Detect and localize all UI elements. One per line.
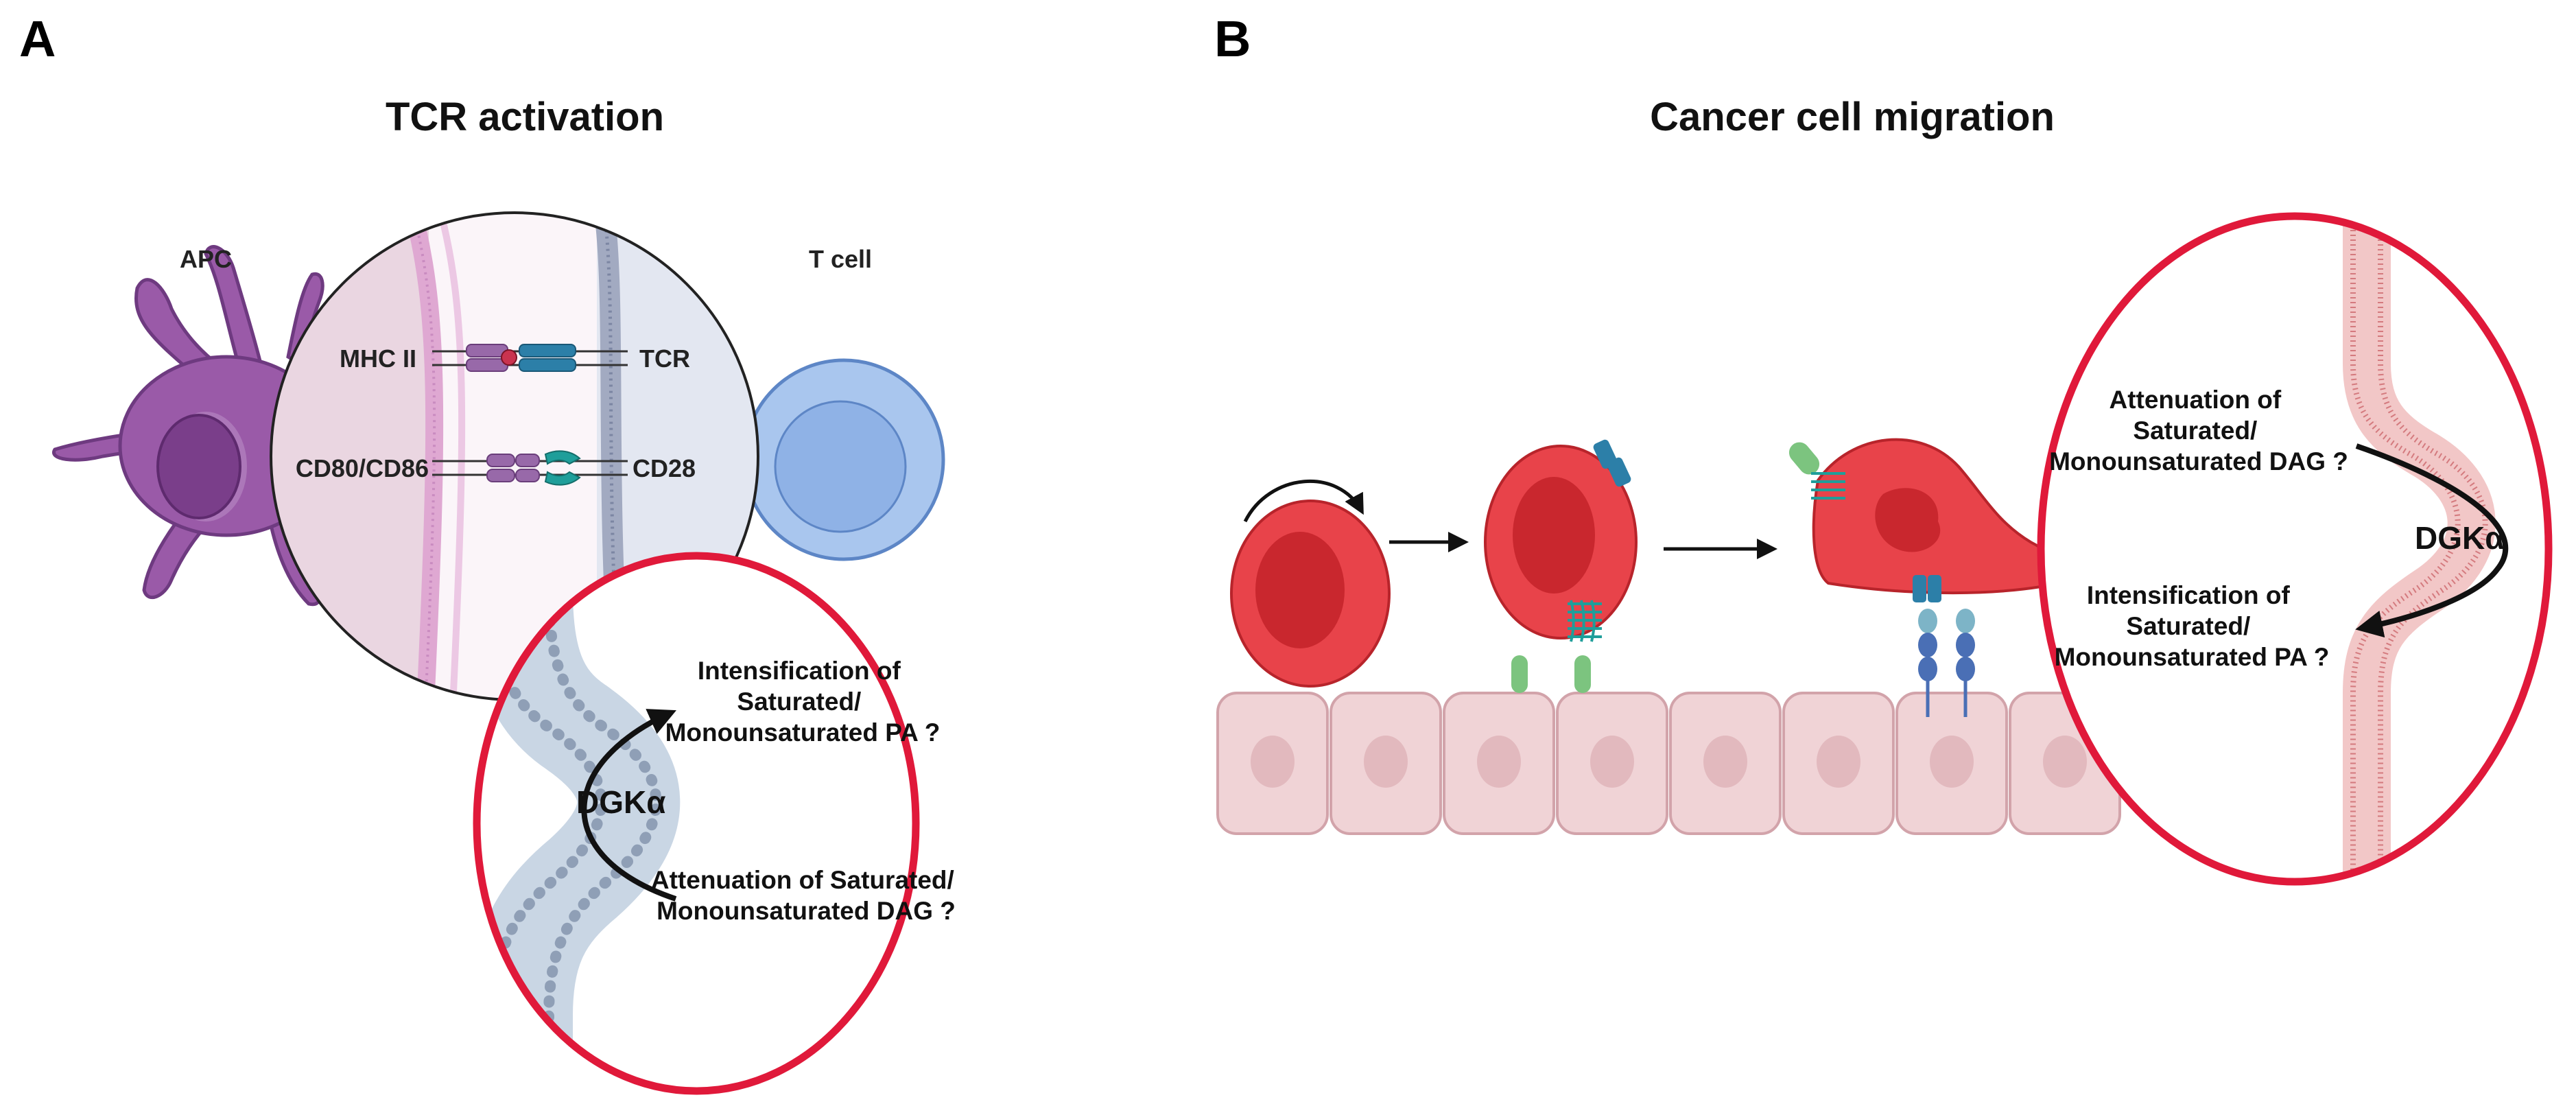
tcr-label: TCR: [639, 344, 690, 373]
apc-label: APC: [180, 245, 232, 273]
pa-line-1: Intensification of: [2087, 581, 2291, 609]
pa-line-3: Monounsaturated PA ?: [2055, 643, 2330, 671]
cancer-cell-rolling: [1230, 479, 1391, 688]
t-cell-label: T cell: [809, 245, 872, 273]
pa-line-2: Saturated/: [2126, 612, 2250, 640]
panel-a-letter: A: [19, 10, 56, 67]
dag-line-3: Monounsaturated DAG ?: [2049, 447, 2348, 476]
membrane-zoom-circle-a: [473, 552, 920, 1095]
dag-line-2: Saturated/: [2133, 416, 2257, 445]
dag-attenuation-text-b: Attenuation of Saturated/ Monounsaturate…: [2049, 386, 2348, 476]
panel-b-title: Cancer cell migration: [1650, 95, 2055, 139]
selectin-ligands: [1918, 609, 1975, 717]
dag-line-1: Attenuation of Saturated/: [651, 866, 954, 894]
pa-line-1: Intensification of: [698, 657, 901, 685]
cd80-cd86-label: CD80/CD86: [296, 454, 429, 482]
dgk-arrow-a: [581, 709, 677, 902]
receptor-blue-top: [1593, 439, 1631, 487]
cancer-cell-adhering: [1484, 439, 1638, 693]
pa-intensification-text-b: Intensification of Saturated/ Monounsatu…: [2055, 581, 2330, 671]
endothelial-cell-layer: [1216, 692, 2121, 835]
panel-a-title: TCR activation: [386, 95, 664, 139]
pa-line-2: Saturated/: [737, 688, 861, 716]
dag-line-2: Monounsaturated DAG ?: [657, 897, 956, 925]
cd80-cd28-complex: [432, 450, 628, 486]
cd28-label: CD28: [633, 454, 696, 482]
pa-line-3: Monounsaturated PA ?: [665, 718, 941, 747]
mhc-ii-label: MHC II: [340, 344, 416, 373]
dag-line-1: Attenuation of: [2109, 386, 2281, 414]
panel-b: B Cancer cell migration: [1214, 10, 2553, 886]
cancer-cell-migrating: [1788, 438, 2057, 717]
t-cell: [742, 358, 945, 561]
dgk-arrow-b: [2355, 443, 2509, 638]
receptor-teal-helix: [1568, 600, 1602, 642]
pa-intensification-text-a: Intensification of Saturated/ Monounsatu…: [665, 657, 941, 747]
panel-a: A TCR activation APC T cell: [19, 10, 961, 1095]
mhc-tcr-complex: [432, 344, 628, 372]
panel-b-letter: B: [1214, 10, 1251, 67]
dgk-alpha-label-a: DGKα: [576, 784, 666, 820]
dgk-alpha-label-b: DGKα: [2415, 520, 2505, 556]
dag-attenuation-text-a: Attenuation of Saturated/ Monounsaturate…: [651, 866, 961, 925]
